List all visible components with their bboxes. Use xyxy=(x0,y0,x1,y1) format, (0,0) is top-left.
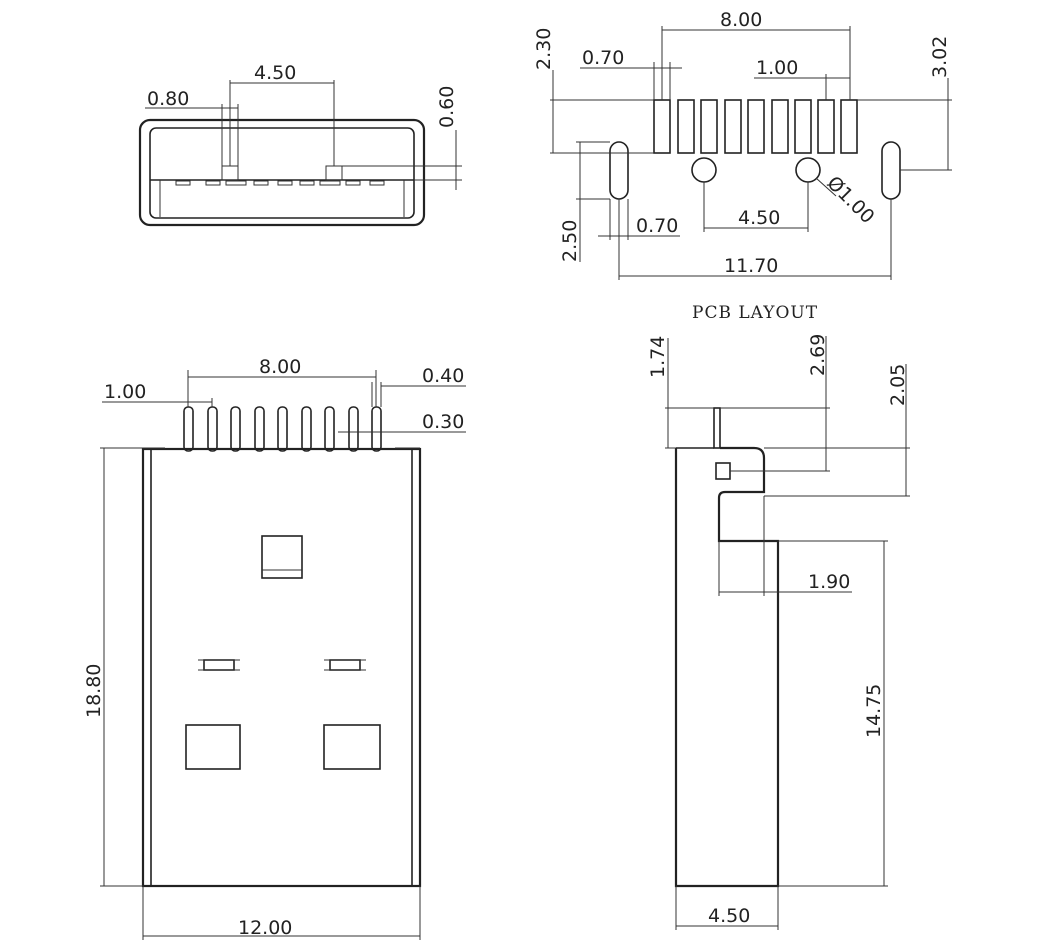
pad xyxy=(747,99,765,154)
lead xyxy=(324,406,335,452)
side-body-outline xyxy=(674,446,780,888)
top-hole-left xyxy=(185,724,241,770)
contact xyxy=(175,180,191,186)
pad xyxy=(817,99,835,154)
top-window xyxy=(261,535,303,579)
pad xyxy=(794,99,812,154)
dim-pcb-hole-offset: 3.02 xyxy=(929,36,951,78)
pad xyxy=(771,99,789,154)
lead xyxy=(348,406,359,452)
dim-top-lead-width: 0.40 xyxy=(422,365,464,387)
lead xyxy=(230,406,241,452)
contact xyxy=(205,180,221,186)
pad xyxy=(677,99,695,154)
top-hole-right xyxy=(323,724,381,770)
contact xyxy=(369,180,385,186)
side-view: 1.74 2.69 2.05 1.90 14.75 4.50 xyxy=(647,334,910,930)
dim-top-width: 12.00 xyxy=(238,917,292,939)
dim-side-bend-height: 2.69 xyxy=(807,334,829,376)
pad xyxy=(840,99,858,154)
contact xyxy=(277,180,293,186)
dim-front-gap: 0.60 xyxy=(436,86,458,128)
pcb-pads xyxy=(653,99,858,154)
pad xyxy=(700,99,718,154)
dim-pcb-hole-spacing: 4.50 xyxy=(738,207,780,229)
front-contacts xyxy=(175,165,385,186)
lead xyxy=(277,406,288,452)
dim-side-body-length: 14.75 xyxy=(863,684,885,738)
front-view: 4.50 0.80 0.60 xyxy=(138,62,462,227)
side-latch xyxy=(715,462,731,480)
lead xyxy=(301,406,312,452)
lead xyxy=(254,406,265,452)
dim-pcb-total-width: 11.70 xyxy=(724,255,778,277)
dim-side-body-width: 4.50 xyxy=(708,905,750,927)
hole-left xyxy=(691,157,717,183)
dim-top-lead-thickness: 0.30 xyxy=(422,411,464,433)
front-shell-outer xyxy=(138,118,426,227)
lead xyxy=(183,406,194,452)
lead xyxy=(371,406,382,452)
lead xyxy=(207,406,218,452)
slot-left xyxy=(609,141,629,200)
dim-top-pitch: 1.00 xyxy=(104,381,146,403)
front-latch-left xyxy=(221,165,239,181)
dim-side-tab-height: 2.05 xyxy=(887,364,909,406)
pad xyxy=(724,99,742,154)
front-shell-inner xyxy=(149,127,415,219)
pcb-layout-view: 8.00 0.70 1.00 2.30 3.02 2.50 0.70 4. xyxy=(533,9,952,323)
dim-pcb-pitch: 1.00 xyxy=(756,57,798,79)
front-latch-right xyxy=(325,165,343,181)
top-pins xyxy=(183,406,382,452)
dim-front-pitch: 4.50 xyxy=(254,62,296,84)
dim-top-span: 8.00 xyxy=(259,356,301,378)
pcb-layout-title: PCB LAYOUT xyxy=(692,303,818,323)
side-pin xyxy=(713,407,721,449)
dim-pcb-hole-dia: Ø1.00 xyxy=(822,172,878,228)
pad xyxy=(653,99,671,154)
top-body-outer xyxy=(141,447,422,888)
contact xyxy=(299,180,315,186)
dim-side-tab-width: 1.90 xyxy=(808,571,850,593)
contact xyxy=(253,180,269,186)
dim-side-pin-height: 1.74 xyxy=(647,336,669,378)
dim-pcb-row-offset: 2.30 xyxy=(533,28,555,70)
dim-pcb-slot-width: 0.70 xyxy=(636,215,678,237)
dim-pcb-slot-length: 2.50 xyxy=(559,220,581,262)
top-slot-left xyxy=(203,659,235,671)
dim-pcb-pad-width: 0.70 xyxy=(582,47,624,69)
top-slot-right xyxy=(329,659,361,671)
dim-pcb-span: 8.00 xyxy=(720,9,762,31)
slot-right xyxy=(881,141,901,200)
dim-front-pin-width: 0.80 xyxy=(147,88,189,110)
contact xyxy=(319,180,341,186)
top-view: 8.00 1.00 0.40 0.30 18.80 12.00 xyxy=(83,356,466,940)
contact xyxy=(225,180,247,186)
contact xyxy=(345,180,361,186)
dim-top-length: 18.80 xyxy=(83,664,105,718)
